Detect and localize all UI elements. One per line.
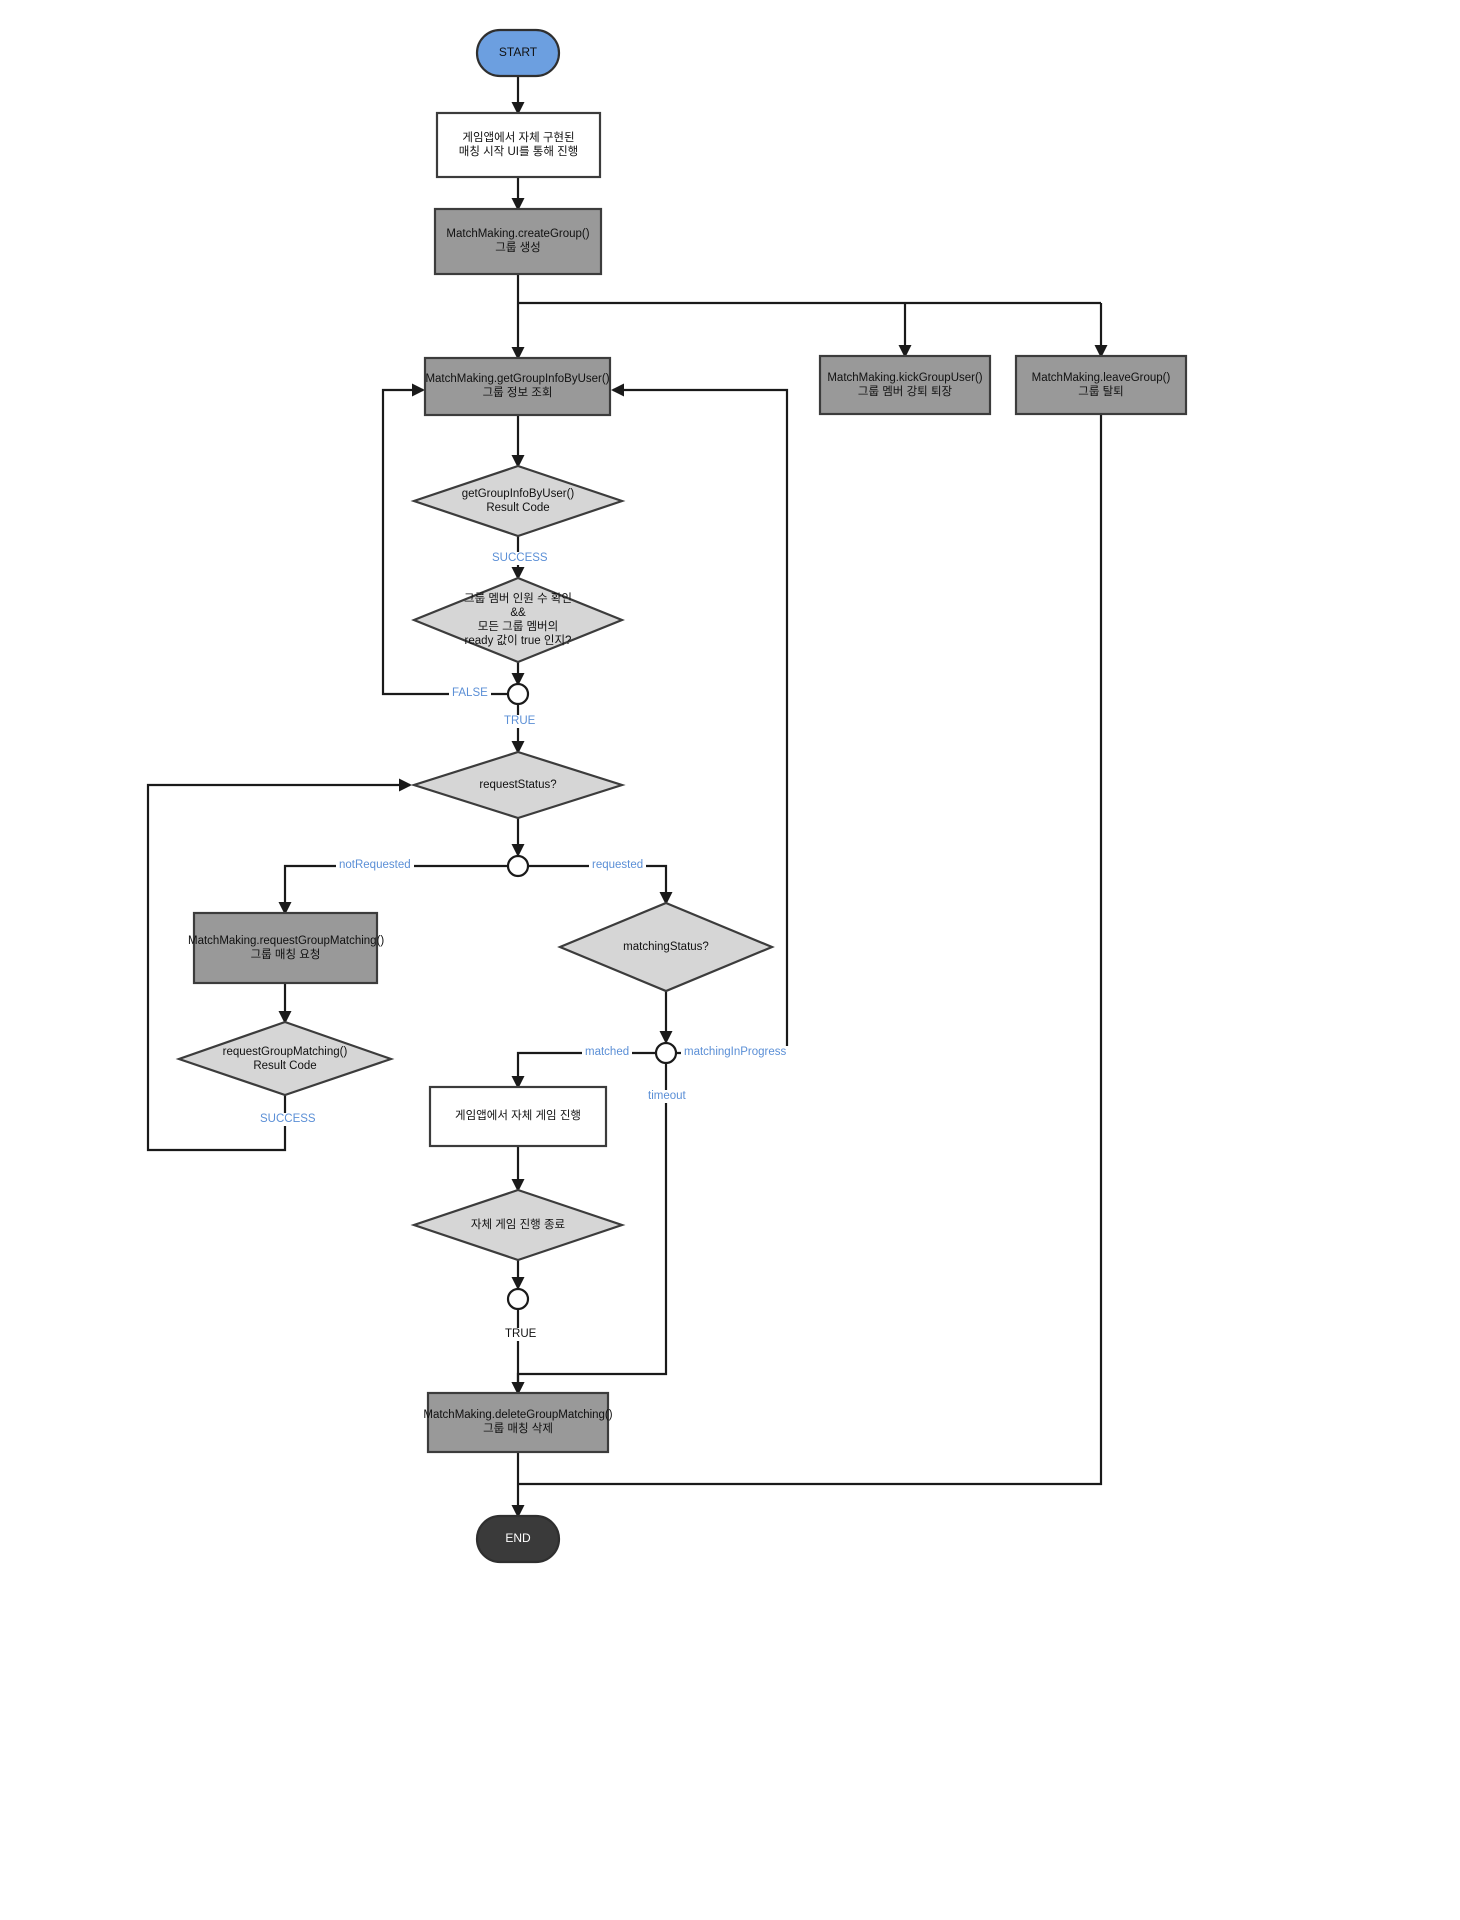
node-delete-group-matching[interactable]	[426, 1391, 610, 1454]
node-play-own-game[interactable]	[428, 1085, 608, 1148]
edge-leave-group-to-end	[518, 414, 1103, 1486]
node-get-group-info[interactable]	[423, 356, 612, 417]
edge-not-requested-to-request-group-matching	[278, 864, 508, 915]
junction-request-status	[506, 854, 530, 878]
node-game-ui[interactable]	[435, 111, 602, 179]
node-create-group[interactable]	[433, 207, 603, 276]
edge-label-true: TRUE	[501, 715, 539, 728]
edge-label-true-plain: TRUE	[502, 1328, 540, 1341]
edge-requested-to-matching-status	[528, 864, 673, 905]
edge-label-false: FALSE	[449, 687, 491, 700]
node-request-group-matching-result[interactable]	[175, 1020, 395, 1097]
node-own-game-end[interactable]	[410, 1188, 626, 1262]
node-leave-group[interactable]	[1014, 354, 1188, 416]
node-request-group-matching[interactable]	[192, 911, 379, 985]
edge-label-not-requested: notRequested	[336, 859, 414, 872]
edge-request-matching-success-loop	[146, 778, 412, 1152]
node-request-status[interactable]	[410, 750, 626, 820]
node-end[interactable]	[475, 1514, 561, 1564]
edge-label-success-result: SUCCESS	[489, 552, 551, 565]
edge-label-requested: requested	[589, 859, 647, 872]
node-kick-group-user[interactable]	[818, 354, 992, 416]
node-start[interactable]	[475, 28, 561, 78]
node-matching-status[interactable]	[557, 901, 775, 993]
edge-label-success-matching: SUCCESS	[257, 1113, 319, 1126]
node-get-group-info-result[interactable]	[410, 464, 626, 538]
edge-false-loop-to-get-group-info	[381, 383, 508, 696]
edge-label-matching-in-progress: matchingInProgress	[681, 1046, 790, 1059]
junction-matching-status	[654, 1041, 678, 1065]
edge-label-matched: matched	[582, 1046, 633, 1059]
junction-own-game-end	[506, 1287, 530, 1311]
junction-member-check	[506, 682, 530, 706]
edge-label-timeout: timeout	[645, 1090, 689, 1103]
node-member-ready-check[interactable]	[411, 576, 625, 664]
